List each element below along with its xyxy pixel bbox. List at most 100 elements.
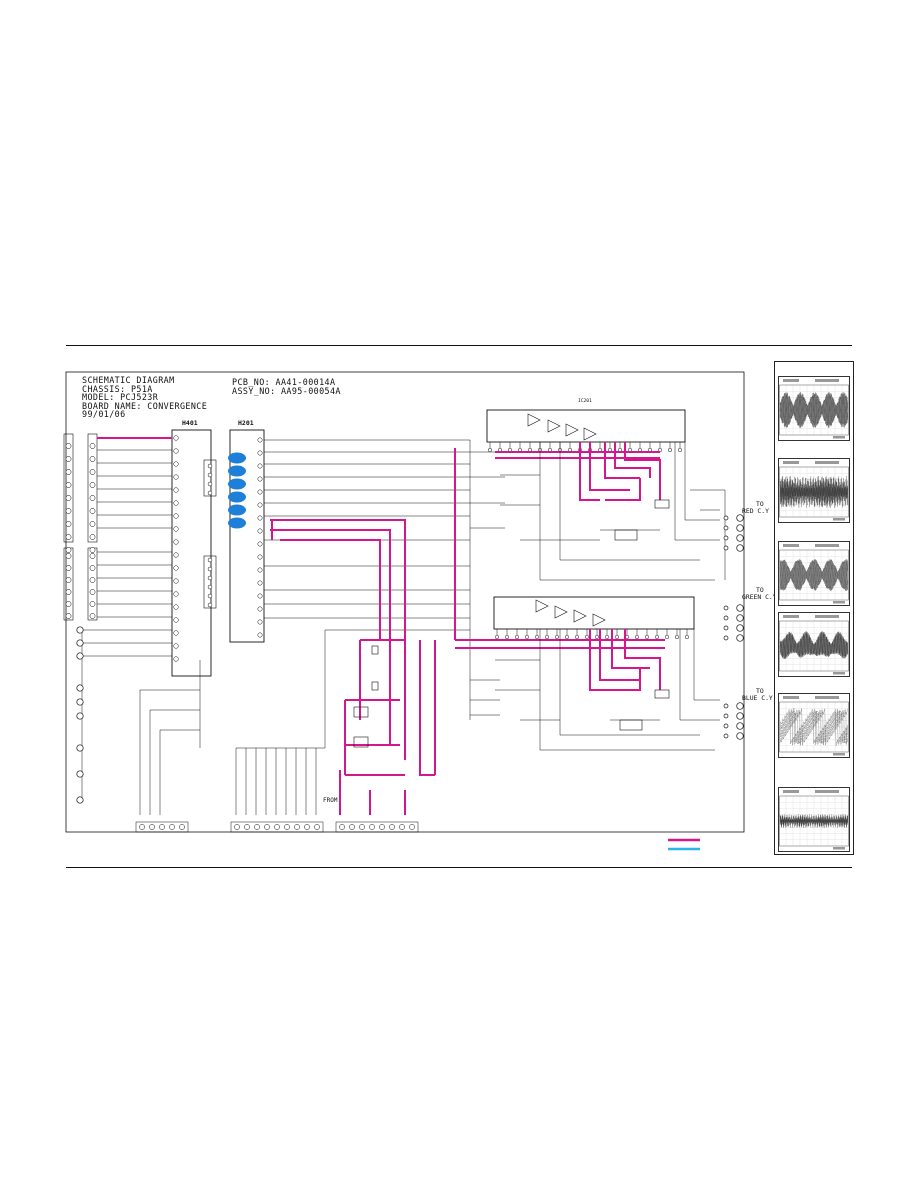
magenta-trace-upper — [495, 442, 661, 501]
connector-pin — [65, 577, 72, 583]
scope-trace — [779, 476, 849, 508]
title-line-5: 99/01/06 — [82, 409, 126, 420]
bottom-connector-b-pin — [284, 824, 290, 830]
side-pin — [207, 602, 213, 608]
scope-trace — [779, 631, 849, 659]
scope-footer-mark — [833, 753, 845, 756]
left-terminal — [76, 796, 84, 804]
h201-pins — [257, 437, 263, 638]
connector-h401-label: H401 — [182, 419, 198, 427]
bottom-connector-c — [335, 821, 419, 833]
scope-trace — [779, 559, 849, 591]
waveform-scope-5 — [778, 693, 850, 758]
scope-trace — [779, 631, 849, 659]
output-terminal-inner — [723, 703, 729, 709]
connector-pin — [65, 613, 72, 619]
title-line-1: SCHEMATIC DIAGRAM — [82, 375, 175, 385]
scope-trace — [779, 476, 849, 508]
output-red-name: RED C.Y — [742, 507, 769, 516]
left-connector-block-top — [63, 433, 98, 543]
output-green-name: GREEN C.Y — [742, 593, 777, 602]
scope-trace — [779, 476, 849, 508]
ic-label: IC201 — [578, 399, 592, 404]
h201-pin — [257, 463, 263, 469]
lower-ic-pin-dot — [614, 634, 620, 640]
h201-pin — [257, 476, 263, 482]
lower-ic-pin-dot — [554, 634, 560, 640]
h201-pin — [257, 567, 263, 573]
bottom-connector-c-pin — [369, 824, 375, 830]
connector-pin — [65, 553, 72, 559]
output-terminal-inner — [723, 525, 729, 531]
signal-bus — [264, 439, 505, 720]
waveform-scope-1 — [778, 376, 850, 441]
connector-pin — [89, 508, 96, 514]
lower-ic — [493, 596, 695, 630]
h201-pin — [257, 606, 263, 612]
bottom-connector-a — [135, 821, 189, 833]
connector-pin — [89, 547, 96, 553]
scope-screen — [779, 549, 849, 601]
output-blue-name: BLUE C.Y — [742, 694, 773, 703]
output-green-to: TO — [756, 586, 764, 594]
bottom-connector-b-pin — [264, 824, 270, 830]
output-terminal-inner — [723, 713, 729, 719]
connector-h201-label: H201 — [238, 419, 254, 427]
side-pin — [207, 490, 213, 496]
connector-pin — [89, 553, 96, 559]
left-terminal — [76, 744, 84, 752]
scope-header-mark — [815, 790, 839, 793]
scope-trace — [779, 631, 849, 659]
h401-pin — [173, 487, 179, 493]
h201-body — [229, 429, 265, 643]
bottom-connector-b-pin — [254, 824, 260, 830]
scope-trace — [779, 814, 849, 828]
h201-pin — [257, 632, 263, 638]
connector-pin — [65, 521, 72, 527]
lower-ic-pin-dot — [534, 634, 540, 640]
output-terminal-inner — [723, 615, 729, 621]
scope-trace — [779, 813, 849, 828]
scope-trace — [779, 708, 849, 746]
upper-ic-amps — [527, 413, 597, 441]
lower-ic-pin-dot — [494, 634, 500, 640]
scope-header-mark — [815, 544, 839, 547]
scope-trace — [779, 814, 849, 828]
side-pin — [207, 557, 213, 563]
bottom-connector-b-pin — [314, 824, 320, 830]
small-components — [353, 499, 670, 748]
connector-pin — [89, 469, 96, 475]
side-pin — [207, 481, 213, 487]
lower-ic-pin-dot — [564, 634, 570, 640]
h401-pin — [173, 474, 179, 480]
connector-pin — [65, 565, 72, 571]
scope-header-mark — [783, 615, 799, 618]
bottom-connector-b-pin — [304, 824, 310, 830]
scope-header-mark — [783, 461, 799, 464]
scope-trace — [779, 708, 849, 746]
h401-pin — [173, 656, 179, 662]
upper-ic-pin-dot — [667, 447, 673, 453]
from-label: FROM — [323, 797, 338, 804]
h201-pin — [257, 515, 263, 521]
scope-screen — [779, 620, 849, 672]
left-terminal — [76, 626, 84, 634]
bottom-connector-c-pin — [409, 824, 415, 830]
output-terminal — [736, 712, 744, 720]
bottom-drop-lines — [139, 630, 326, 815]
h201-pin — [257, 541, 263, 547]
scope-screen — [779, 384, 849, 436]
output-terminal-inner — [723, 635, 729, 641]
h201-pin — [257, 528, 263, 534]
connector-pin — [89, 601, 96, 607]
top-rule — [66, 345, 852, 346]
waveform-scope-3 — [778, 541, 850, 606]
connector-pin — [89, 456, 96, 462]
scope-header-mark — [815, 379, 839, 382]
lower-ic-pin-dot — [684, 634, 690, 640]
output-terminal — [736, 534, 744, 542]
h401-pin — [173, 617, 179, 623]
scope-footer-mark — [833, 672, 845, 675]
